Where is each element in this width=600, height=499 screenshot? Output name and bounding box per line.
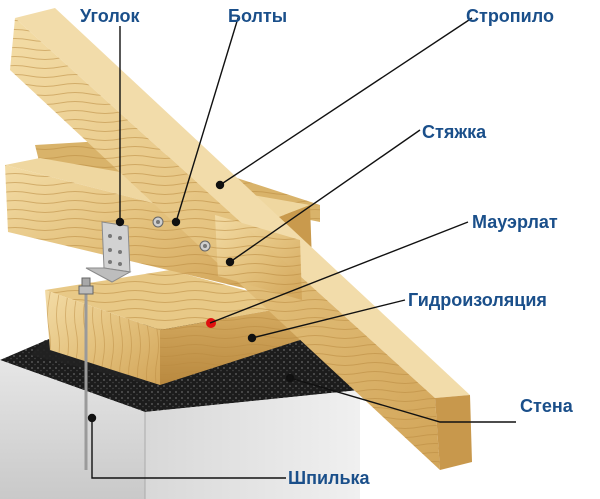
leader-stud xyxy=(91,418,286,479)
label-rafter: Стропило xyxy=(466,6,554,26)
mauerlat-beam xyxy=(45,270,300,385)
label-mauerlat: Мауэрлат xyxy=(472,212,558,232)
wall-front-face xyxy=(0,360,145,499)
label-tie: Стяжка xyxy=(422,122,487,142)
leader-lines xyxy=(87,17,516,479)
leader-waterproofing xyxy=(251,299,406,339)
label-wall: Стена xyxy=(520,396,573,416)
leader-bolts xyxy=(175,17,239,223)
label-corner: Уголок xyxy=(80,6,140,26)
leader-wall xyxy=(289,377,516,423)
leader-tie xyxy=(229,129,421,263)
label-stud: Шпилька xyxy=(288,468,370,488)
leader-mauerlat xyxy=(209,221,469,324)
stud xyxy=(78,277,94,470)
label-bolts: Болты xyxy=(228,6,288,26)
leader-rafter xyxy=(219,17,473,186)
wall-side-face xyxy=(145,390,360,499)
corner-bracket xyxy=(85,221,132,283)
bolts xyxy=(152,216,211,252)
rafter-top xyxy=(15,8,470,398)
label-waterproofing: Гидроизоляция xyxy=(408,290,547,310)
